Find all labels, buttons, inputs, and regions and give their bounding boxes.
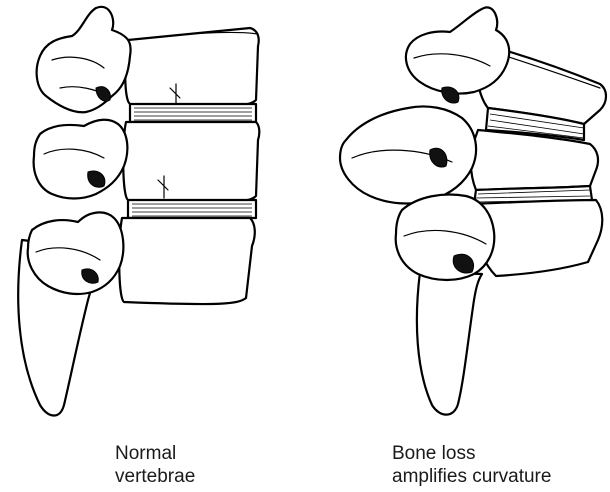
normal-vertebra-1-body: [124, 26, 260, 108]
caption-right-line-2: amplifies curvature: [392, 466, 552, 487]
caption-right-line-1: Bone loss: [392, 443, 476, 464]
osteoporotic-disc-1: [484, 106, 586, 142]
normal-vertebra-2-body: [122, 120, 261, 204]
caption-left-line-1: Normal: [115, 443, 177, 464]
normal-vertebra-1-arch: [35, 5, 132, 114]
bone-loss-caption: Bone loss amplifies curvature: [392, 442, 551, 488]
normal-vertebra-3-arch: [26, 211, 125, 296]
osteoporotic-vertebra-3-arch: [394, 193, 496, 282]
normal-disc-2: [126, 198, 258, 220]
osteoporotic-vertebra-2-arch: [338, 105, 478, 205]
osteoporotic-spinous-process: [415, 270, 484, 416]
osteoporotic-vertebra-1-arch: [404, 6, 511, 95]
osteoporotic-vertebrae-figure: [338, 6, 608, 416]
normal-vertebra-3-body: [118, 216, 256, 306]
normal-vertebrae-figure: [17, 5, 261, 417]
normal-disc-1: [128, 102, 258, 124]
osteoporotic-vertebra-2-body: [469, 128, 600, 192]
normal-vertebra-2-arch: [32, 118, 129, 200]
osteoporotic-vertebra-3-body: [470, 198, 604, 278]
caption-left-line-2: vertebrae: [115, 466, 196, 487]
normal-vertebrae-caption: Normal vertebrae: [115, 442, 195, 488]
